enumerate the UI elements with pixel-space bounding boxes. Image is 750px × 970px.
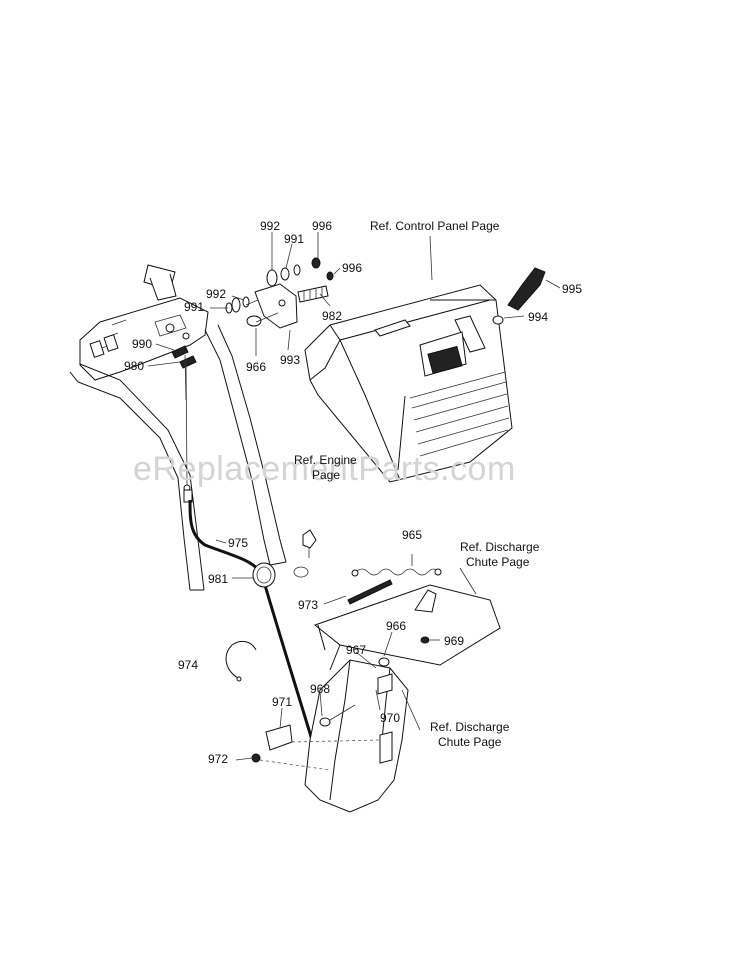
part-label-993: 993 [280, 353, 300, 367]
ref-discharge-bottom-line2: Chute Page [438, 735, 502, 749]
part-label-974: 974 [178, 658, 198, 672]
ref-discharge-top-line2: Chute Page [466, 555, 530, 569]
cable-ring [252, 562, 276, 588]
ref-engine-line2: Page [312, 468, 340, 482]
spring-clip [293, 529, 317, 578]
shift-knob [492, 267, 546, 325]
part-label-970: 970 [380, 711, 400, 725]
part-label-992-upper: 992 [260, 219, 280, 233]
part-label-991-upper: 991 [284, 232, 304, 246]
part-label-971: 971 [272, 695, 292, 709]
part-label-981: 981 [208, 572, 228, 586]
shift-linkage-hardware [225, 257, 334, 329]
watermark: eReplacementParts.com [133, 450, 516, 488]
chute-assembly [251, 568, 501, 813]
part-label-966-upper: 966 [246, 360, 266, 374]
ref-discharge-bottom-line1: Ref. Discharge [430, 720, 510, 734]
handle-assembly [69, 264, 287, 591]
part-label-975: 975 [228, 536, 248, 550]
part-label-966-lower: 966 [386, 619, 406, 633]
part-label-967: 967 [346, 643, 366, 657]
part-label-991-lower: 991 [184, 300, 204, 314]
part-label-990: 990 [132, 337, 152, 351]
ref-control-panel: Ref. Control Panel Page [370, 219, 500, 233]
part-label-968: 968 [310, 682, 330, 696]
part-label-972: 972 [208, 752, 228, 766]
part-label-992-lower: 992 [206, 287, 226, 301]
part-label-965: 965 [402, 528, 422, 542]
part-label-980: 980 [124, 359, 144, 373]
part-label-969: 969 [444, 634, 464, 648]
part-label-973: 973 [298, 598, 318, 612]
part-label-996-lower: 996 [342, 261, 362, 275]
part-label-995: 995 [562, 282, 582, 296]
ref-discharge-top-line1: Ref. Discharge [460, 540, 540, 554]
control-panel-housing [304, 284, 513, 483]
part-label-996-upper: 996 [312, 219, 332, 233]
part-label-994: 994 [528, 310, 548, 324]
clip-ring [225, 640, 257, 679]
ref-engine-line1: Ref. Engine [294, 453, 357, 467]
leader-lines [147, 232, 561, 761]
part-label-982: 982 [322, 309, 342, 323]
